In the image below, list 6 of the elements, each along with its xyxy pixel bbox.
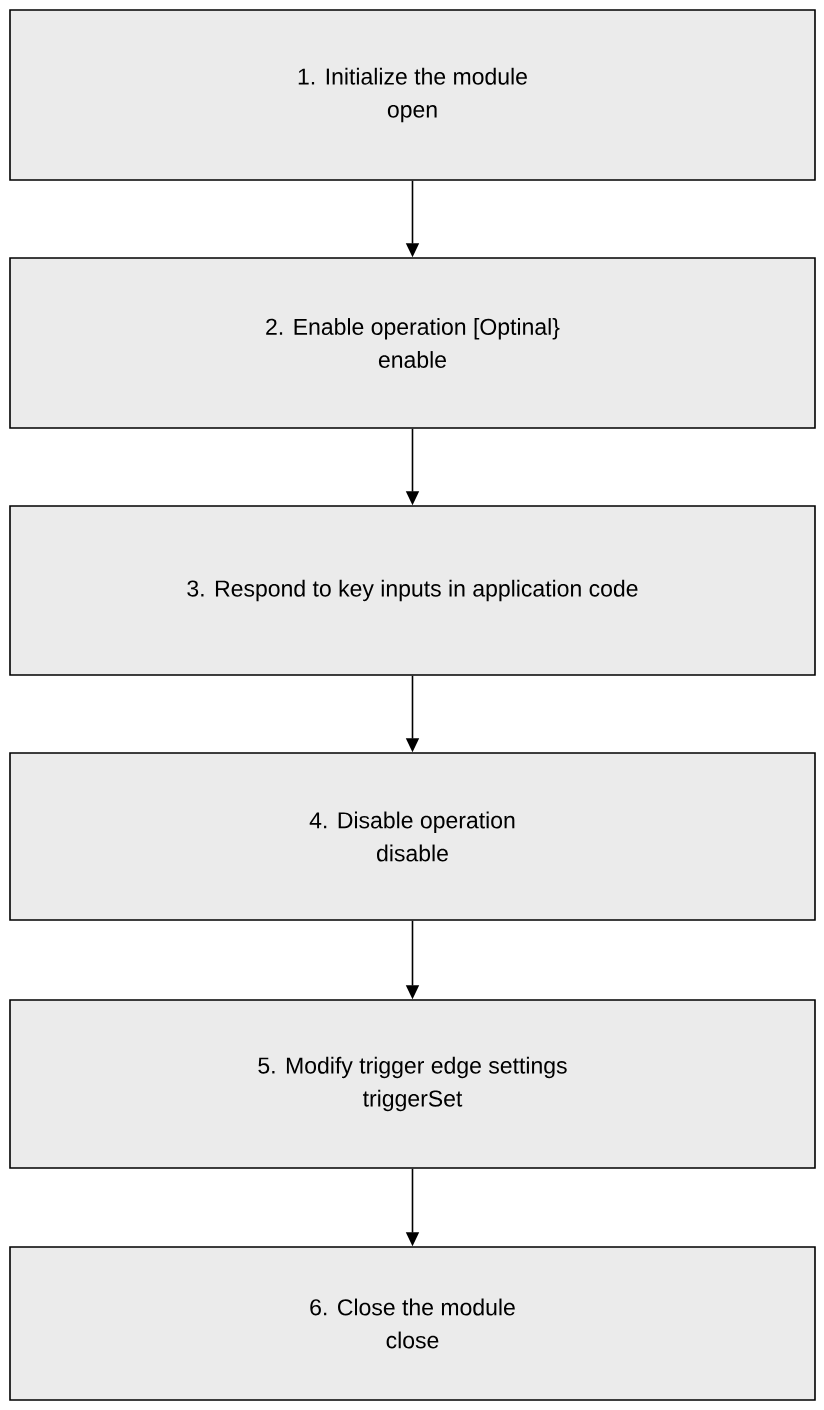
process-box: 2. Enable operation [Optinal} enable (9, 257, 816, 429)
process-box: 3. Respond to key inputs in application code (9, 505, 816, 676)
process-box: 1. Initialize the module open (9, 9, 816, 181)
process-box: 4. Disable operation disable (9, 752, 816, 921)
process-box: 5. Modify trigger edge settings triggerSet (9, 999, 816, 1169)
process-box: 6. Close the module close (9, 1246, 816, 1401)
